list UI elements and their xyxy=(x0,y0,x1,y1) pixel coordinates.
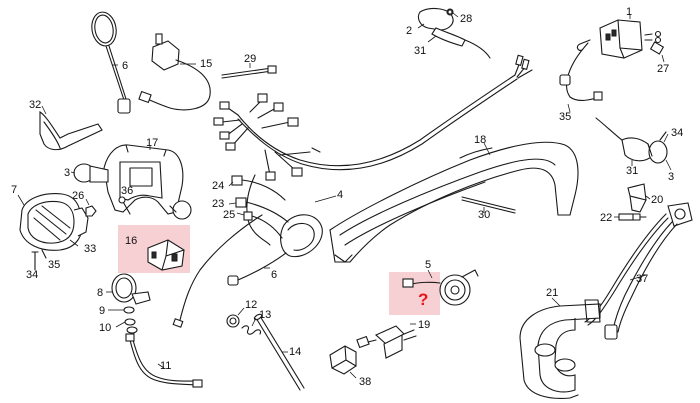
cable-35-right xyxy=(559,42,603,113)
washer-9 xyxy=(108,306,135,314)
clip-12 xyxy=(226,307,245,328)
screw-34-left xyxy=(31,251,39,271)
bracket-38 xyxy=(329,345,357,379)
headlight-7 xyxy=(17,193,89,251)
callout-21: 21 xyxy=(546,287,558,299)
callout-13: 13 xyxy=(259,309,271,321)
callout-3-left: 3 xyxy=(64,167,70,179)
callout-28: 28 xyxy=(460,13,472,25)
switch-unit-1 xyxy=(576,14,665,63)
switch-15 xyxy=(138,33,211,111)
spark-plug-22 xyxy=(614,213,647,221)
callout-17: 17 xyxy=(146,137,158,149)
callout-2: 2 xyxy=(406,25,412,37)
callout-31-right: 31 xyxy=(626,165,638,177)
callout-1: 1 xyxy=(626,6,632,18)
callout-19: 19 xyxy=(418,319,430,331)
callout-38: 38 xyxy=(359,376,371,388)
relay-16 xyxy=(147,239,185,271)
cable-tie-29 xyxy=(221,63,277,79)
callout-37: 37 xyxy=(636,273,648,285)
wiring-harness-4 xyxy=(213,54,533,246)
cable-tie-30 xyxy=(461,196,516,214)
callout-6-top: 6 xyxy=(122,60,128,72)
speedo-cable-11 xyxy=(125,333,203,388)
callout-4: 4 xyxy=(337,189,343,201)
highlight-box-5[interactable] xyxy=(389,272,440,315)
turn-indicator-right-front xyxy=(169,200,192,220)
callout-30: 30 xyxy=(478,209,490,221)
callout-35-left: 35 xyxy=(48,259,60,271)
callout-26: 26 xyxy=(72,190,84,202)
nut-26 xyxy=(85,198,97,217)
callout-16: 16 xyxy=(125,235,137,247)
callout-29: 29 xyxy=(244,53,256,65)
callout-5: 5 xyxy=(425,259,431,271)
callout-25: 25 xyxy=(223,209,235,221)
callout-9: 9 xyxy=(99,305,105,317)
speedometer-8 xyxy=(106,273,151,305)
mirror-left xyxy=(91,11,131,114)
callout-27: 27 xyxy=(657,63,669,75)
exhaust-pipe-21 xyxy=(519,297,601,399)
callout-14: 14 xyxy=(289,346,301,358)
unknown-part-marker: ? xyxy=(418,290,428,309)
callout-34-left: 34 xyxy=(26,269,38,281)
right-switch xyxy=(417,7,491,59)
callout-10: 10 xyxy=(99,322,111,334)
screw-28 xyxy=(447,9,453,15)
turn-indicator-left xyxy=(70,163,109,183)
screw-35-left xyxy=(41,249,47,259)
connector-19 xyxy=(356,323,417,359)
callout-22: 22 xyxy=(600,212,612,224)
bolt-36 xyxy=(118,196,131,215)
headlight-fairing-17 xyxy=(103,144,184,215)
protector-32 xyxy=(39,105,103,151)
callout-15: 15 xyxy=(200,58,212,70)
callout-20: 20 xyxy=(651,194,663,206)
callout-24: 24 xyxy=(212,180,224,192)
mirror-lower-6 xyxy=(172,214,323,328)
callout-12: 12 xyxy=(245,299,257,311)
callout-36: 36 xyxy=(121,185,133,197)
callout-7: 7 xyxy=(11,184,17,196)
callout-18: 18 xyxy=(474,134,486,146)
turn-indicator-right xyxy=(595,117,672,171)
callout-8: 8 xyxy=(97,287,103,299)
callout-23: 23 xyxy=(212,198,224,210)
callout-11: 11 xyxy=(160,360,171,372)
spark-plug-cap-20 xyxy=(627,183,651,213)
spring-13 xyxy=(241,317,262,335)
callout-32: 32 xyxy=(29,99,41,111)
horn-5 xyxy=(402,269,479,306)
screw-34-right xyxy=(659,131,667,141)
rear-mudguard-18 xyxy=(329,141,579,263)
callout-33: 33 xyxy=(84,243,96,255)
callout-31-top: 31 xyxy=(414,45,426,57)
callout-34-right: 34 xyxy=(671,127,683,139)
callout-6-bottom: 6 xyxy=(271,269,277,281)
nut-10 xyxy=(115,318,138,334)
callout-3-right: 3 xyxy=(668,171,674,183)
wire-set-23-25 xyxy=(228,175,289,239)
callout-35-right: 35 xyxy=(559,111,571,123)
